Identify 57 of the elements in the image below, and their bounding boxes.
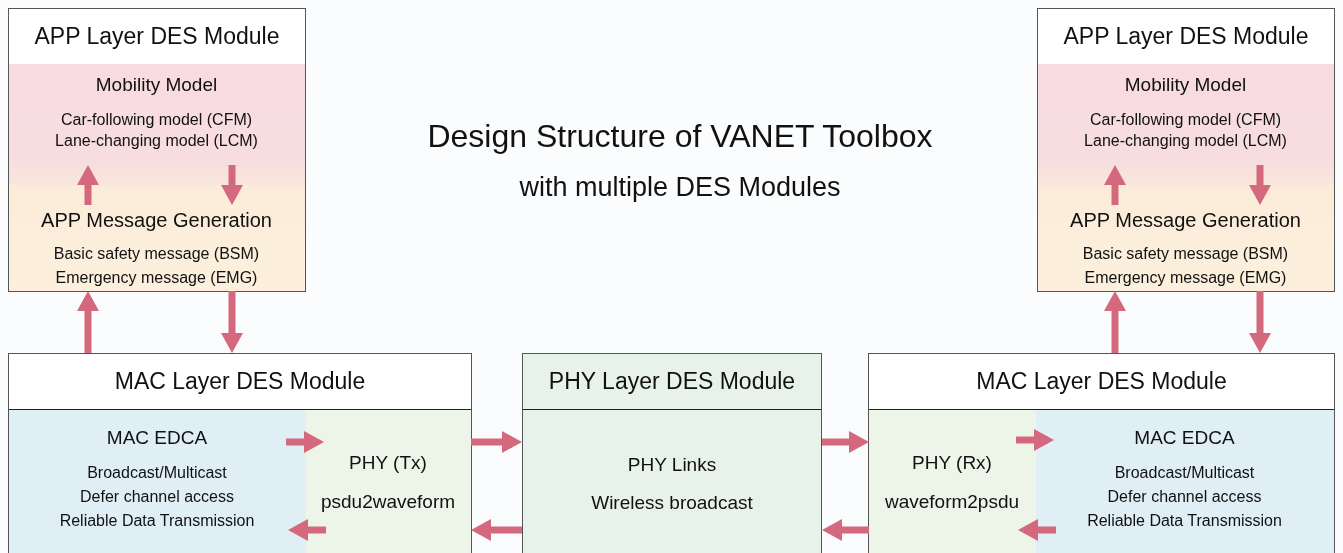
arrow — [1018, 519, 1056, 541]
arrow — [471, 431, 522, 453]
section-panel — [1035, 409, 1334, 553]
description-text: Broadcast/Multicast — [87, 462, 227, 482]
section-heading: MAC EDCA — [1134, 426, 1235, 450]
section-panel — [8, 184, 305, 291]
description-text: Lane-changing model (LCM) — [55, 130, 258, 150]
arrow — [1104, 165, 1126, 205]
description-text: Reliable Data Transmission — [1087, 510, 1282, 530]
section-panel — [1037, 63, 1334, 185]
description-text: waveform2psdu — [884, 490, 1020, 514]
description-text: Emergency message (EMG) — [1084, 267, 1287, 287]
arrow — [1016, 429, 1054, 451]
description-text: Basic safety message (BSM) — [1082, 243, 1289, 263]
diagram-title: Design Structure of VANET Toolbox — [427, 118, 933, 155]
description-text: Car-following model (CFM) — [1089, 109, 1282, 129]
arrow — [471, 519, 522, 541]
module-box — [8, 8, 306, 292]
arrow — [288, 519, 326, 541]
section-heading: Mobility Model — [1124, 73, 1247, 97]
section-heading: APP Message Generation — [1070, 207, 1301, 232]
section-panel — [8, 63, 305, 185]
module-box — [868, 353, 1335, 553]
module-box — [8, 353, 472, 553]
section-panel — [868, 409, 1036, 553]
arrow — [77, 165, 99, 205]
module-box — [1037, 8, 1335, 292]
arrow — [1249, 165, 1271, 205]
description-text: Broadcast/Multicast — [1114, 462, 1255, 482]
arrow — [286, 431, 324, 453]
section-heading: PHY Links — [627, 454, 717, 477]
arrow — [1104, 291, 1126, 353]
section-heading: MAC EDCA — [106, 426, 208, 450]
section-heading: Mobility Model — [95, 73, 218, 97]
arrow — [77, 291, 99, 353]
arrow — [822, 519, 869, 541]
section-panel — [1037, 184, 1334, 291]
description-text: Wireless broadcast — [591, 492, 753, 515]
section-heading: PHY (Tx) — [349, 451, 427, 475]
arrow — [1249, 291, 1271, 353]
description-text: Emergency message (EMG) — [55, 267, 258, 287]
section-heading: APP Message Generation — [41, 207, 272, 232]
module-box — [522, 353, 822, 553]
description-text: Reliable Data Transmission — [59, 510, 255, 530]
section-heading: PHY (Rx) — [912, 451, 992, 475]
subtitle-text: with multiple DES Modules — [519, 172, 841, 203]
section-panel — [305, 409, 471, 553]
description-text: Car-following model (CFM) — [60, 109, 253, 129]
description-text: Lane-changing model (LCM) — [1084, 130, 1287, 150]
arrow — [822, 431, 869, 453]
description-text: psdu2waveform — [320, 490, 456, 514]
description-text: Basic safety message (BSM) — [53, 243, 260, 263]
section-panel — [8, 409, 306, 553]
arrow — [221, 165, 243, 205]
description-text: Defer channel access — [1107, 486, 1262, 506]
description-text: Defer channel access — [80, 486, 234, 506]
arrow — [221, 291, 243, 353]
